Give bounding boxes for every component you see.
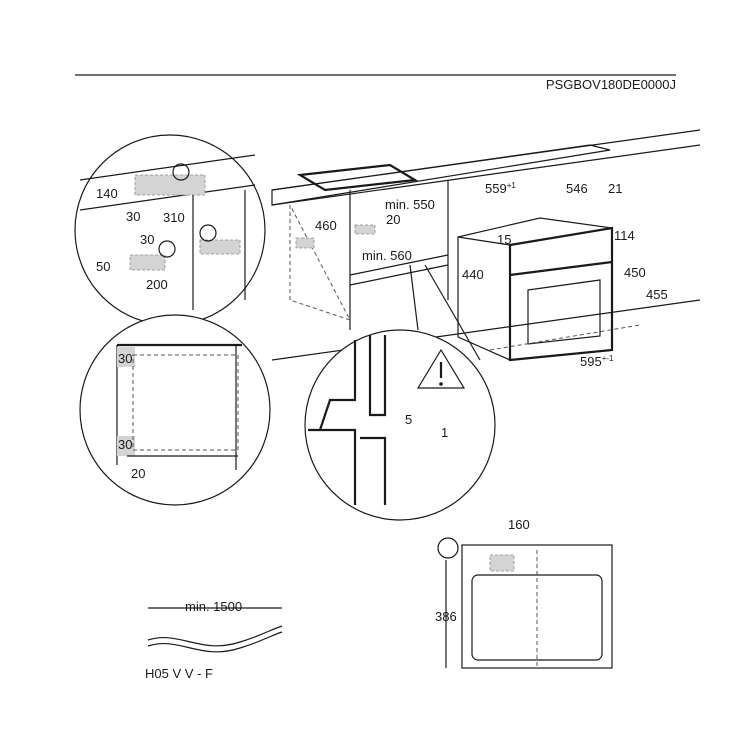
electric-icon: [172, 163, 190, 181]
dim-160: 160: [508, 517, 530, 532]
cable-type: H05 V V - F: [145, 666, 213, 681]
dim-114: 114: [614, 228, 635, 243]
dim-depth: 559+1: [485, 181, 516, 196]
dim-310: 310: [163, 210, 185, 225]
dim-386: 386: [435, 609, 457, 624]
dim-min-550: min. 550: [385, 197, 435, 212]
kitchen-cabinet: [271, 129, 701, 361]
detail-electrical-content: [79, 154, 256, 310]
electric-icon: [437, 537, 459, 559]
detail-circle-ventilation: [79, 314, 271, 506]
oven-drawing: [457, 217, 641, 362]
dim-30-a: 30: [126, 209, 140, 224]
dim-21: 21: [608, 181, 622, 196]
dim-450: 450: [624, 265, 646, 280]
dim-140: 140: [96, 186, 118, 201]
connection-view: [437, 537, 613, 669]
dim-455: 455: [646, 287, 668, 302]
dim-width: 595+-1: [580, 354, 614, 369]
dim-20: 20: [386, 212, 400, 227]
detail-ventilation-content: [116, 343, 242, 470]
dim-460: 460: [315, 218, 337, 233]
detail-gap-content: [308, 335, 387, 505]
dim-546: 546: [566, 181, 588, 196]
dim-1: 1: [441, 425, 448, 440]
dim-440: 440: [462, 267, 484, 282]
dim-30-bottom: 30: [118, 437, 132, 452]
warning-icon: [416, 348, 466, 389]
dim-30-b: 30: [140, 232, 154, 247]
detail-circle-gap: [304, 329, 496, 521]
power-cable: [147, 607, 283, 653]
product-code: PSGBOV180DE0000J: [546, 77, 676, 92]
dim-50: 50: [96, 259, 110, 274]
dim-30-top: 30: [118, 351, 132, 366]
dim-5: 5: [405, 412, 412, 427]
dim-200: 200: [146, 277, 168, 292]
dim-20-side: 20: [131, 466, 145, 481]
dim-min-560: min. 560: [362, 248, 412, 263]
electric-icon: [158, 240, 176, 258]
hob-icon: [296, 163, 419, 192]
cable-min-length: min. 1500: [185, 599, 242, 614]
detail-circle-electrical: [74, 134, 266, 326]
electric-icon: [199, 224, 217, 242]
dim-15: 15: [497, 232, 511, 247]
